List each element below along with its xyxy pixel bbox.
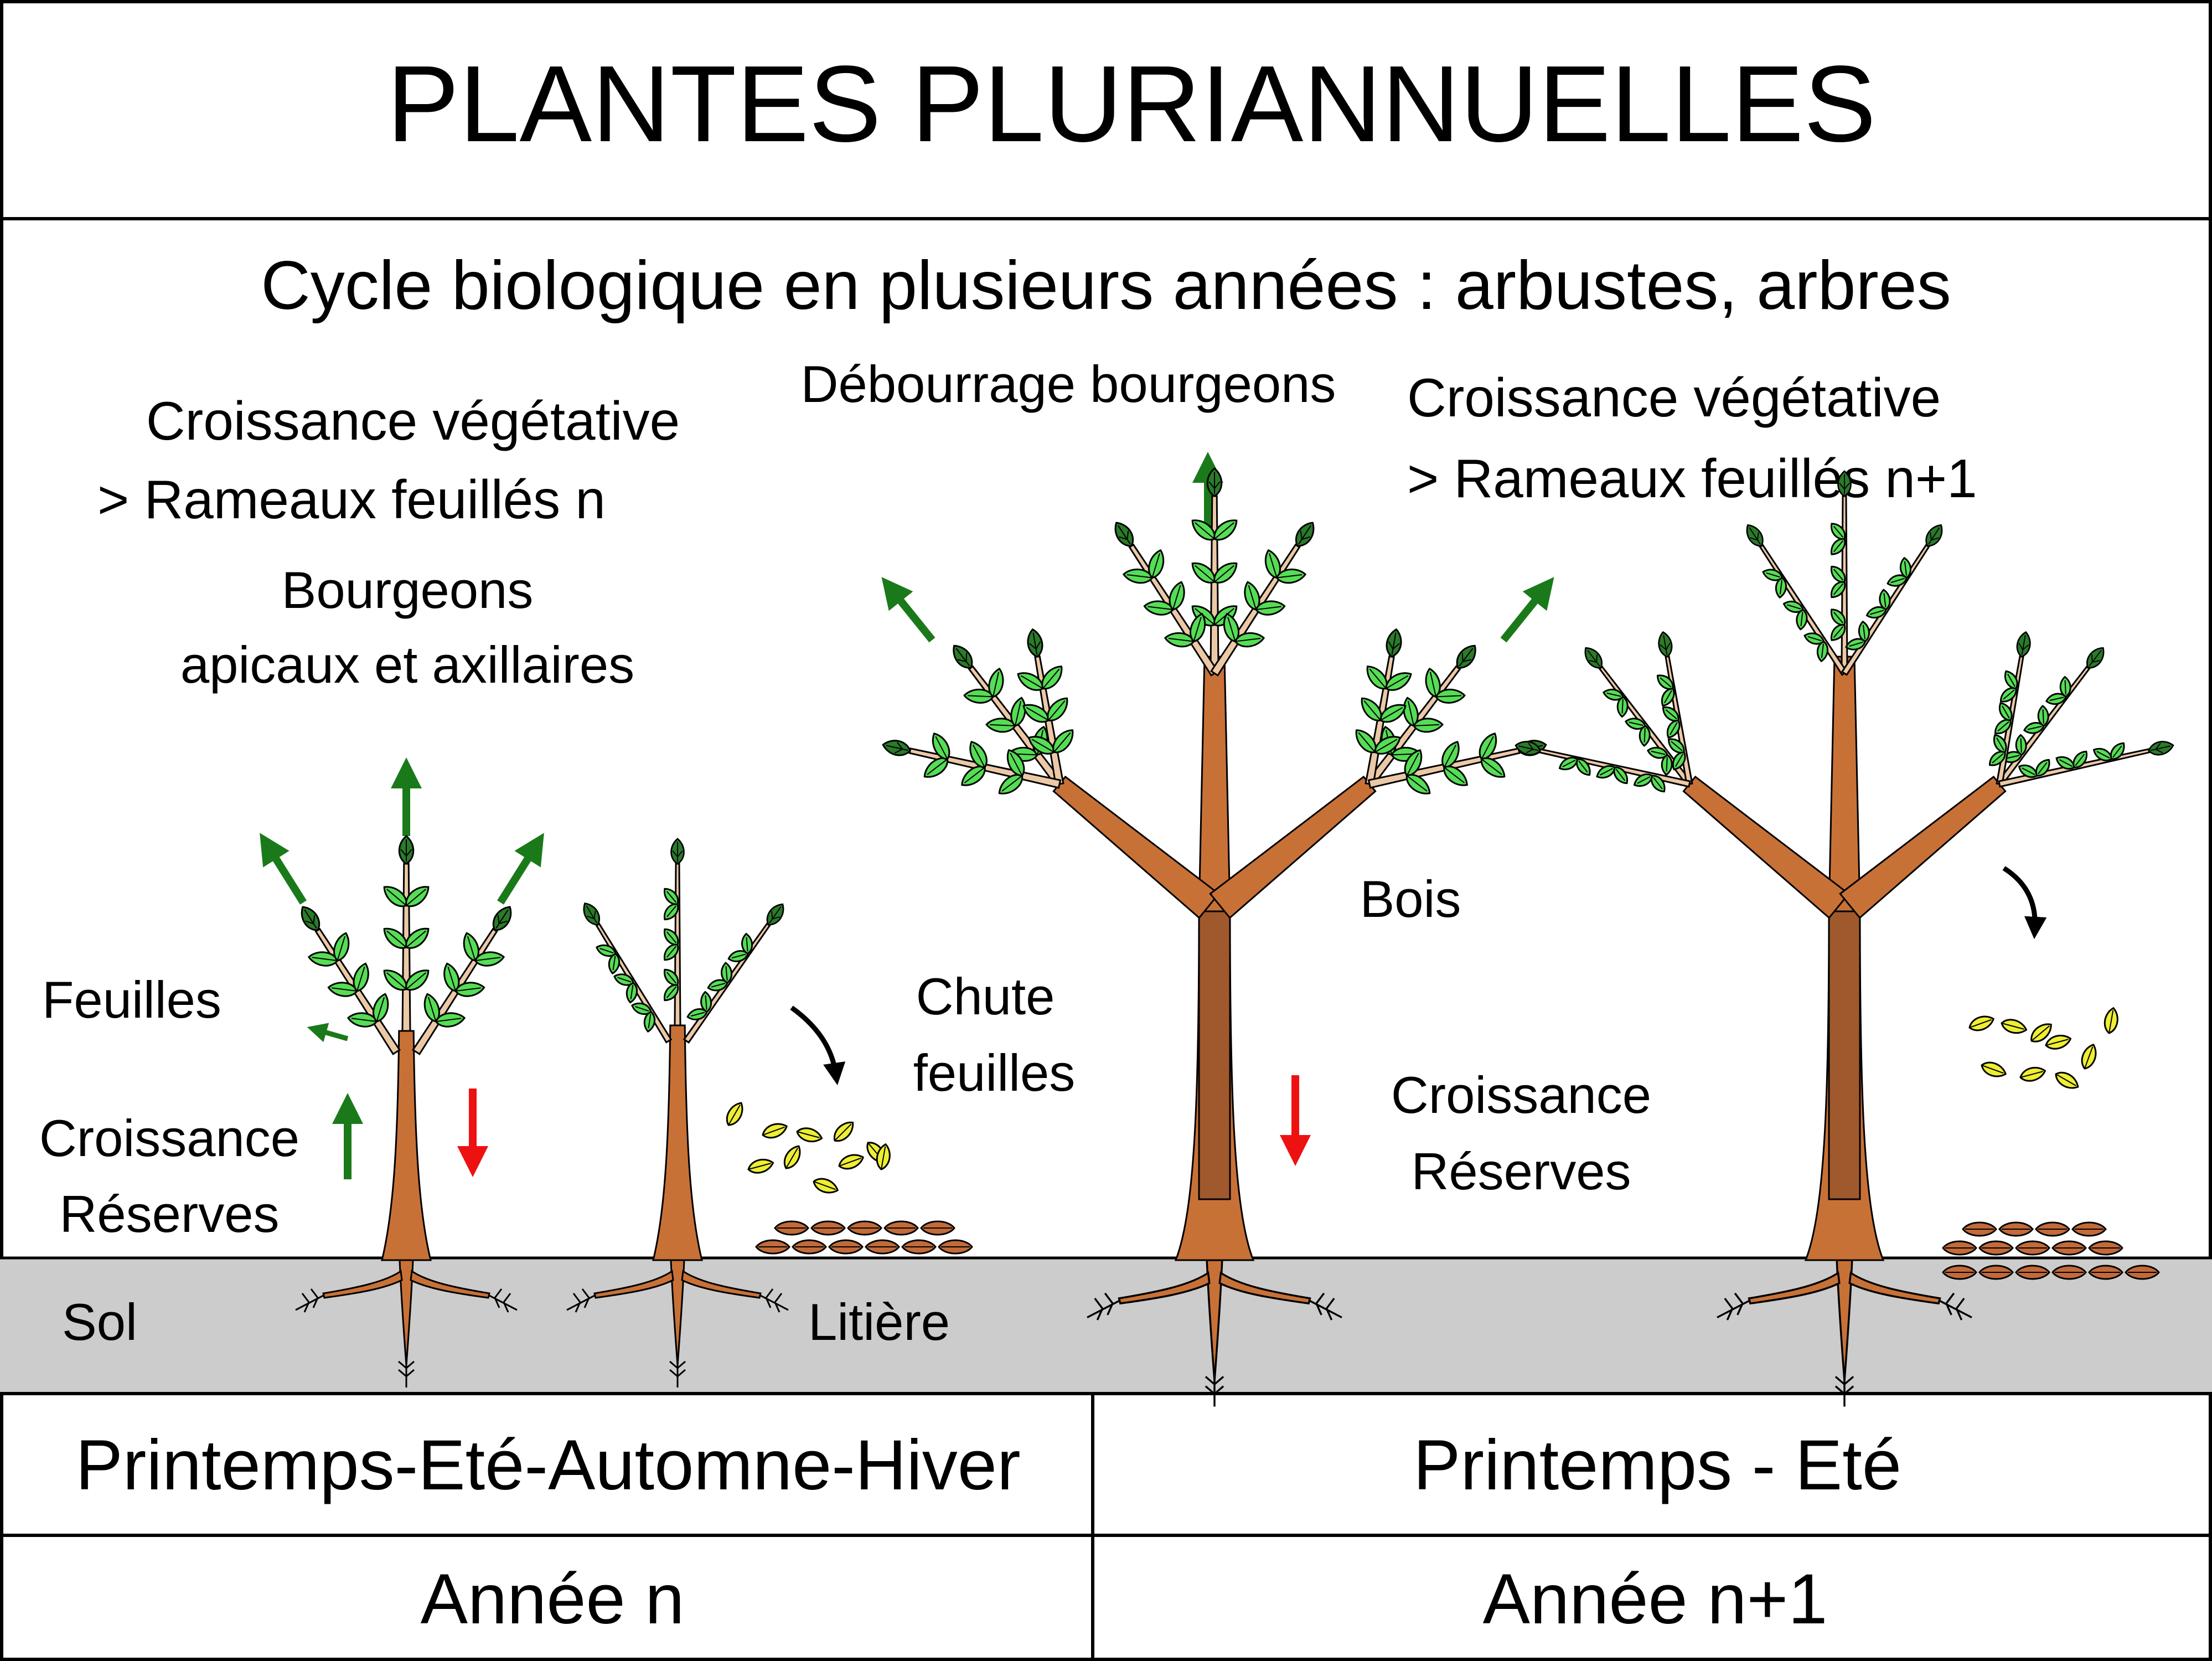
label-bourgeons: Bourgeons (282, 561, 534, 619)
label-croissance-right: Croissance (1391, 1066, 1651, 1124)
tree-leafy (880, 467, 1549, 1408)
label-reserves-left: Réserves (59, 1185, 279, 1243)
season-left: Printemps-Eté-Automne-Hiver (75, 1426, 1020, 1505)
leaf-fall-arrows (790, 866, 2047, 1086)
page-title: PLANTES PLURIANNUELLES (387, 43, 1877, 164)
label-sol: Sol (62, 1293, 137, 1351)
subtitle: Cycle biologique en plusieurs années : a… (261, 247, 1951, 324)
label-croissance-left: Croissance (39, 1109, 299, 1167)
label-chute: Chute (916, 967, 1055, 1025)
label-rameaux-feuilles-n: > Rameaux feuillés n (97, 469, 606, 530)
year-left: Année n (421, 1560, 685, 1639)
label-bois: Bois (1360, 870, 1461, 928)
green-growth-arrows (260, 452, 1554, 1179)
plant-young-buds (566, 838, 789, 1389)
label-apicaux-axillaires: apicaux et axillaires (180, 636, 634, 694)
label-feuilles: Feuilles (42, 971, 221, 1029)
tree-budding (1513, 470, 2175, 1408)
year-right: Année n+1 (1483, 1560, 1828, 1639)
label-croissance-vegetative-n: Croissance végétative (146, 390, 680, 451)
label-debourrage: Débourrage bourgeons (801, 355, 1336, 413)
label-feuilles-chute: feuilles (913, 1044, 1076, 1102)
soil-band (0, 1258, 2212, 1394)
label-litiere: Litière (808, 1293, 950, 1351)
label-rameaux-feuilles-n1: > Rameaux feuillés n+1 (1407, 448, 1977, 509)
red-reserve-arrows (457, 1075, 1311, 1177)
plant-young-leaves (294, 835, 518, 1389)
label-croissance-vegetative-n1: Croissance végétative (1407, 367, 1941, 428)
label-reserves-right: Réserves (1411, 1142, 1631, 1200)
season-right: Printemps - Eté (1413, 1426, 1901, 1505)
